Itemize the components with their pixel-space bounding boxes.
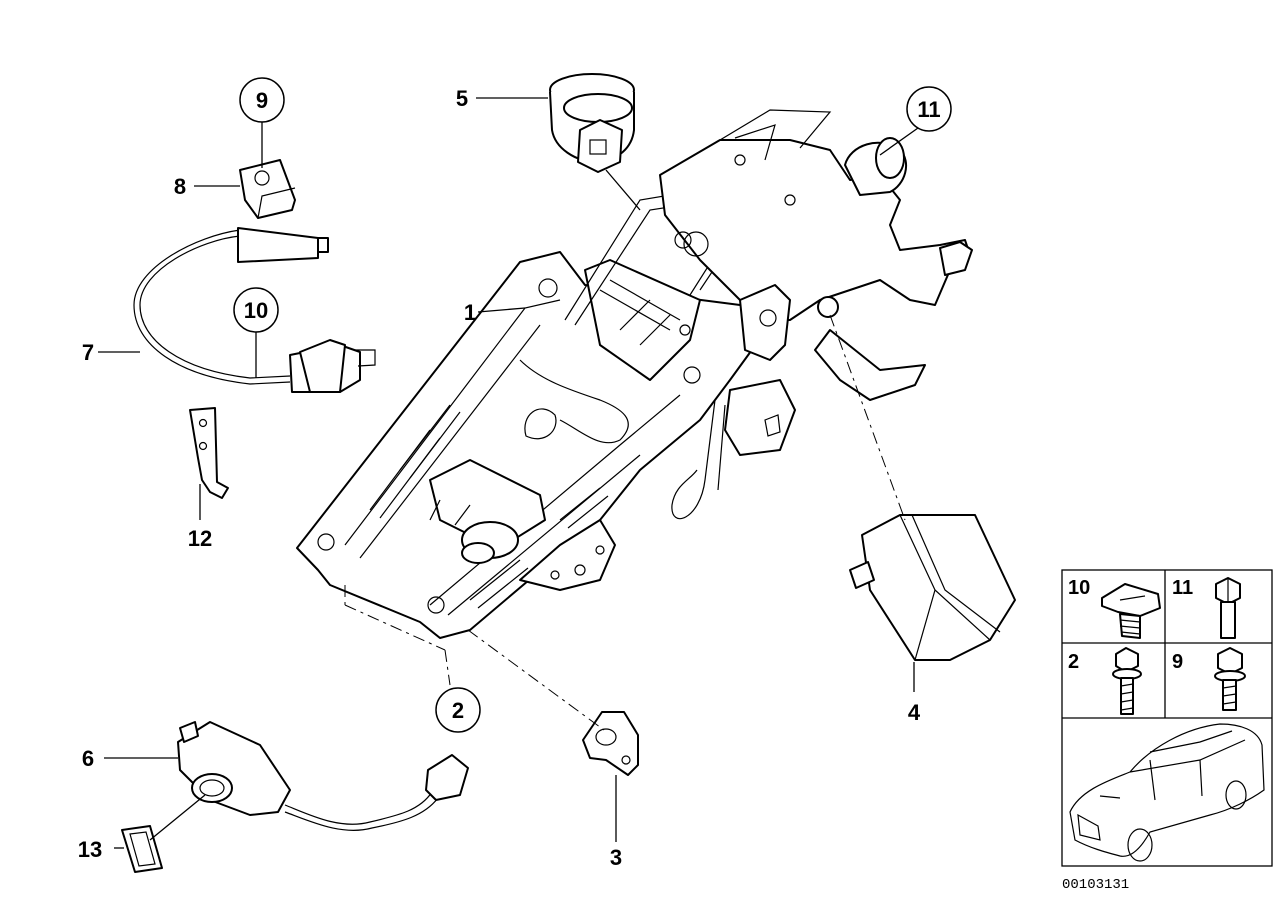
ignition-lock-part	[549, 73, 635, 173]
callout-1: 1	[464, 300, 476, 325]
legend-label-9: 9	[1172, 651, 1183, 673]
callout-13: 13	[78, 837, 102, 862]
callout-6: 6	[82, 746, 94, 771]
callout-2: 2	[452, 698, 464, 723]
car-thumbnail-icon	[1069, 723, 1265, 862]
bracket-plate-part	[189, 407, 229, 499]
callout-3: 3	[610, 845, 622, 870]
sensor-cable-part	[133, 227, 376, 393]
angle-sensor-part	[177, 721, 469, 831]
flange-bolt-long-icon	[1112, 647, 1142, 715]
clip-nut-part	[239, 159, 296, 219]
legend-label-2: 2	[1068, 651, 1079, 673]
hex-bolt-icon	[1215, 577, 1241, 639]
clip-nut-icon	[1101, 583, 1161, 639]
callout-7: 7	[82, 340, 94, 365]
control-module-part	[849, 514, 1016, 661]
callout-10: 10	[244, 298, 268, 323]
flange-bolt-short-icon	[1214, 647, 1246, 711]
callout-5: 5	[456, 86, 468, 111]
callouts: 1 2 3 4 5 6 7 8 9 10 11 12 13	[78, 77, 952, 870]
callout-9: 9	[256, 88, 268, 113]
legend-label-11: 11	[1172, 577, 1193, 599]
callout-4: 4	[908, 700, 921, 725]
document-id: 00103131	[1062, 877, 1129, 893]
steering-column-frame	[296, 189, 771, 639]
small-bracket-part	[582, 711, 639, 776]
callout-8: 8	[174, 174, 186, 199]
legend-label-10: 10	[1068, 577, 1090, 599]
leader-lines	[98, 97, 919, 849]
gasket-part	[121, 825, 163, 873]
callout-12: 12	[188, 526, 212, 551]
upper-column-housing	[659, 109, 973, 520]
callout-11: 11	[917, 97, 940, 122]
fastener-legend: 10 11 2 9	[1061, 569, 1273, 867]
